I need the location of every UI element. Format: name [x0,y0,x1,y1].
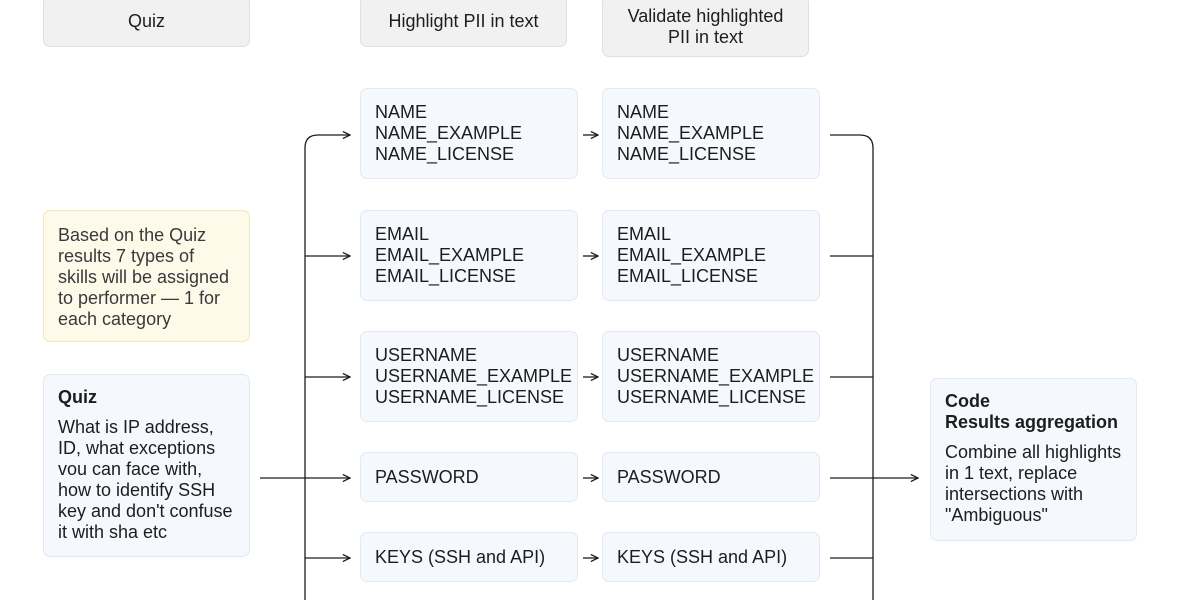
highlight-password-box: PASSWORD [360,452,578,502]
highlight-username-line: USERNAME [375,345,478,365]
header-quiz-label: Quiz [127,11,165,31]
validate-email-line: EMAIL [617,224,672,244]
right-bus-line [830,134,874,600]
highlight-password-line: PASSWORD [375,466,479,487]
skills-note-text: Based on the Quiz results 7 types of ski… [58,225,230,329]
header-validate-pii: Validate highlighted PII in text [602,0,809,57]
code-card-title-line2: Results aggregation [945,412,1119,432]
validate-username-line: USERNAME_LICENSE [617,387,807,407]
highlight-email-box: EMAIL EMAIL_EXAMPLE EMAIL_LICENSE [360,210,578,301]
validate-name-box: NAME NAME_EXAMPLE NAME_LICENSE [602,88,820,179]
code-aggregation-card: Code Results aggregation Combine all hig… [930,378,1137,541]
validate-username-box: USERNAME USERNAME_EXAMPLE USERNAME_LICEN… [602,331,820,422]
highlight-email-line: EMAIL [375,224,430,244]
header-validate-line1: Validate highlighted [627,5,784,26]
validate-password-box: PASSWORD [602,452,820,502]
validate-name-line: NAME_EXAMPLE [617,123,765,143]
highlight-name-line: NAME_EXAMPLE [375,123,523,143]
validate-password-line: PASSWORD [617,466,721,487]
highlight-keys-line: KEYS (SSH and API) [375,546,546,567]
validate-username-line: USERNAME_EXAMPLE [617,366,815,386]
code-card-title-line1: Code [945,391,990,411]
quiz-card: Quiz What is IP address, ID, what except… [43,374,250,557]
validate-email-box: EMAIL EMAIL_EXAMPLE EMAIL_LICENSE [602,210,820,301]
highlight-name-line: NAME_LICENSE [375,144,515,164]
header-quiz: Quiz [43,0,250,47]
highlight-username-line: USERNAME_EXAMPLE [375,366,573,386]
highlight-name-box: NAME NAME_EXAMPLE NAME_LICENSE [360,88,578,179]
highlight-email-line: EMAIL_LICENSE [375,266,517,286]
validate-keys-line: KEYS (SSH and API) [617,546,788,567]
header-highlight-pii: Highlight PII in text [360,0,567,47]
header-validate-line2: PII in text [667,26,744,47]
skills-note: Based on the Quiz results 7 types of ski… [43,210,250,342]
quiz-card-title: Quiz [58,387,97,407]
validate-name-line: NAME_LICENSE [617,144,757,164]
highlight-keys-box: KEYS (SSH and API) [360,532,578,582]
validate-email-line: EMAIL_LICENSE [617,266,759,286]
header-highlight-label: Highlight PII in text [388,11,539,31]
highlight-username-line: USERNAME_LICENSE [375,387,565,407]
highlight-email-line: EMAIL_EXAMPLE [375,245,525,265]
validate-email-line: EMAIL_EXAMPLE [617,245,767,265]
left-bus-line [304,135,350,600]
code-card-body: Combine all highlights in 1 text, replac… [945,442,1122,525]
quiz-card-body: What is IP address, ID, what exceptions … [58,417,233,542]
validate-name-line: NAME [617,102,670,122]
validate-keys-box: KEYS (SSH and API) [602,532,820,582]
validate-username-line: USERNAME [617,345,720,365]
highlight-name-line: NAME [375,102,428,122]
highlight-username-box: USERNAME USERNAME_EXAMPLE USERNAME_LICEN… [360,331,578,422]
